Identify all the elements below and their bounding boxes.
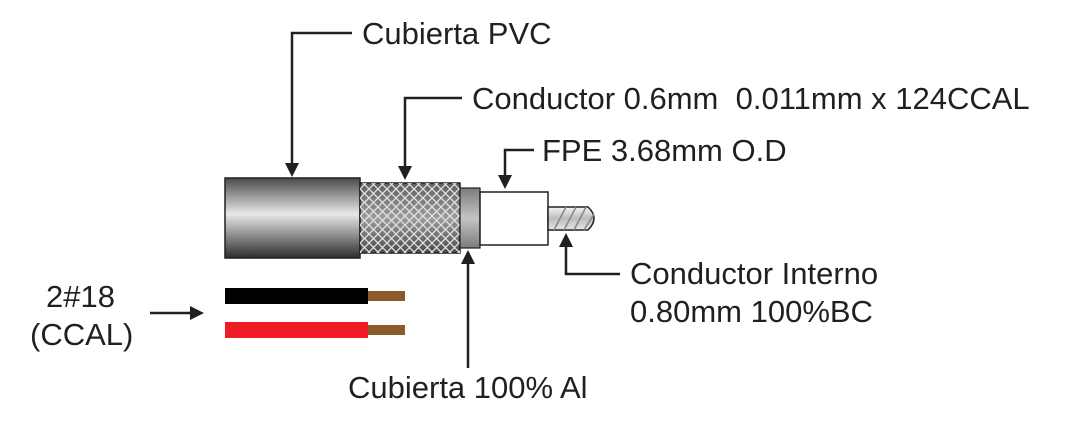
- leader-conductor-braid: [398, 96, 462, 180]
- label-cubierta-pvc: Cubierta PVC: [362, 16, 552, 51]
- braid-shield: [359, 182, 461, 254]
- pvc-jacket: [224, 177, 361, 259]
- label-conductor-interno-line2: 0.80mm 100%BC: [630, 294, 873, 329]
- aluminum-foil: [459, 187, 481, 249]
- label-power-line1: 2#18: [46, 279, 115, 314]
- leader-conductor-interno: [559, 233, 620, 276]
- red-power-wire: [225, 322, 405, 338]
- center-conductor: [547, 206, 595, 231]
- label-conductor-braid: Conductor 0.6mm 0.011mm x 124CCAL: [472, 81, 1030, 116]
- black-power-wire: [225, 288, 405, 304]
- leader-cubierta-al: [461, 250, 475, 368]
- label-fpe: FPE 3.68mm O.D: [542, 133, 787, 168]
- leader-power-wires: [150, 306, 204, 320]
- label-cubierta-al: Cubierta 100% Al: [348, 370, 588, 405]
- label-power-line2: (CCAL): [30, 317, 133, 352]
- fpe-dielectric: [479, 191, 549, 246]
- label-conductor-interno-line1: Conductor Interno: [630, 256, 878, 291]
- leader-cubierta-pvc: [285, 31, 352, 177]
- leader-fpe: [498, 148, 534, 189]
